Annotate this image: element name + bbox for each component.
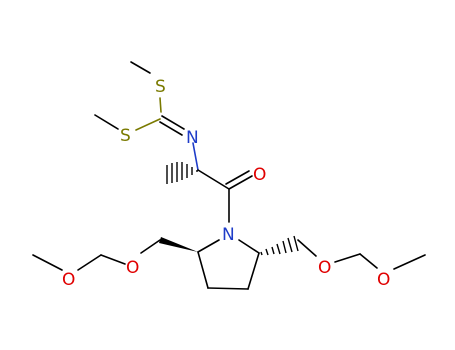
solid-wedge-left [159,237,198,252]
bond-ch2-o-right [297,239,317,257]
atom-label-o-right-1: O [318,258,331,278]
bond-co-double-a [228,175,253,190]
atom-label-s1: S [155,77,166,97]
bond-calpha-cco [197,169,230,190]
atom-labels: S S N O N O O O O [62,77,390,290]
bond-c2-c3 [197,251,209,289]
bond-ch3-s1 [130,61,151,74]
atom-label-n-imine: N [186,128,199,148]
bond-c-n-double-a [161,115,185,130]
bond-o-ch2-right [334,253,361,263]
bond-o2-ch3-left [32,254,63,271]
bond-s2-c [135,118,161,131]
bond-s1-c [159,97,162,113]
bonds [32,61,426,290]
bond-c-n-double-b [159,121,183,136]
hashed-wedge-methyl [166,162,198,184]
atom-label-o-left-2: O [62,270,75,290]
atom-label-o-left-1: O [126,258,139,278]
stereo-bonds [159,162,299,256]
bond-ch2-o2-left [77,254,102,271]
atom-label-o-carbonyl: O [253,165,266,185]
atom-label-o-right-2: O [377,270,390,290]
atom-label-s2: S [120,126,131,146]
bond-o-ch2-left [100,254,126,265]
bond-c5-nring [238,239,260,254]
bond-n-calpha [192,142,199,171]
hashed-wedge-right [260,235,299,256]
atom-label-n-ring: N [222,225,235,245]
bond-co-double-b [225,170,250,185]
bond-ch2-o-left [140,239,161,254]
bond-c4-c5 [247,252,260,290]
bond-c3-c4 [207,287,249,290]
bond-nring-c2 [197,239,220,253]
bond-ch3-s2 [94,114,119,130]
bond-o2-ch3-right [393,254,426,270]
bond-ch2-o2-right [359,253,378,269]
